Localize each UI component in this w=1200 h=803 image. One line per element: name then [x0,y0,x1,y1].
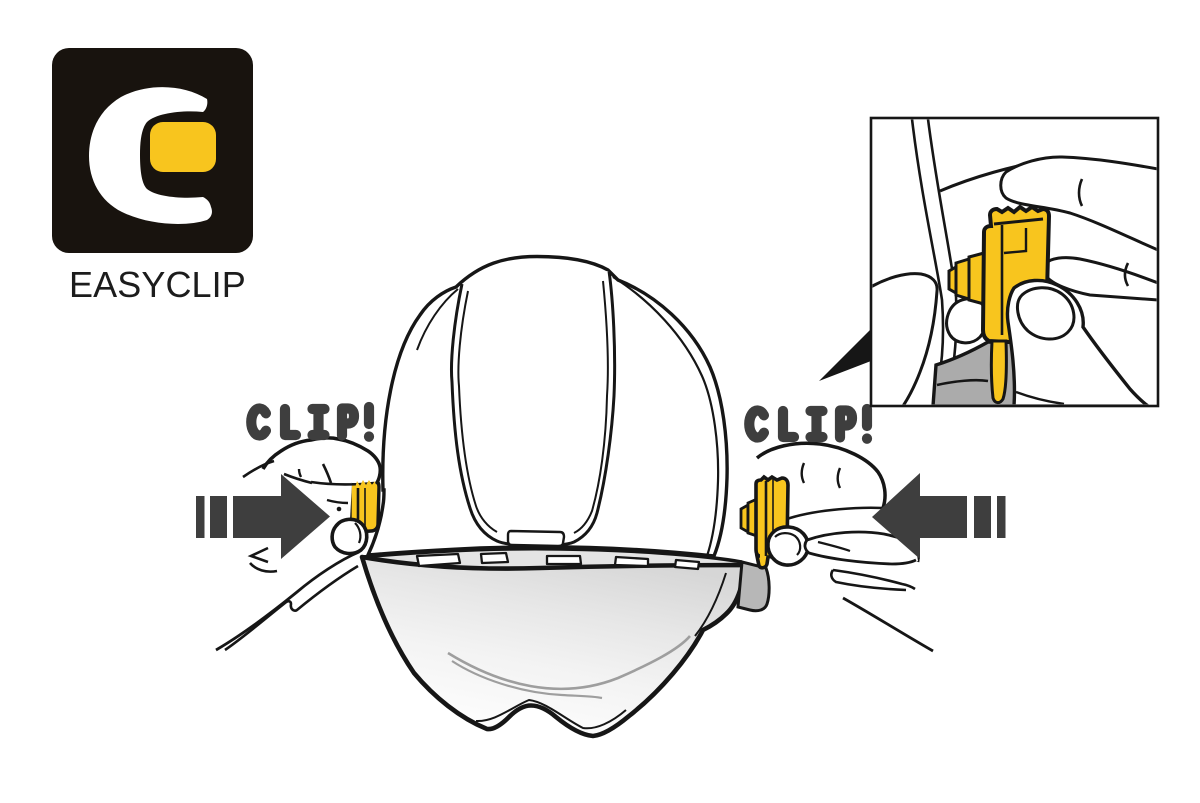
svg-text:EASYCLIP: EASYCLIP [69,264,246,305]
